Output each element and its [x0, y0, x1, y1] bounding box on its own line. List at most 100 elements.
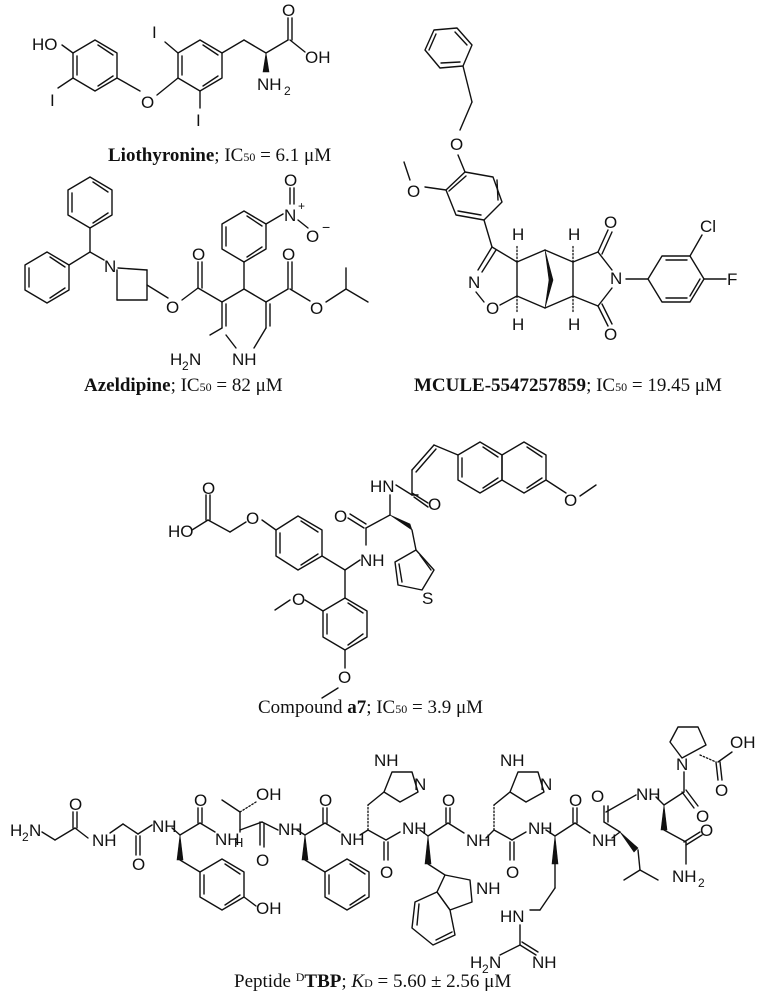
- svg-text:NH: NH: [278, 820, 303, 839]
- svg-text:I: I: [50, 91, 55, 110]
- svg-text:Cl: Cl: [700, 217, 716, 236]
- svg-text:N: N: [468, 273, 480, 292]
- metric-subscript: D: [364, 976, 373, 990]
- svg-text:O: O: [604, 325, 617, 344]
- compound-name: TBP: [304, 971, 342, 992]
- svg-text:H: H: [512, 225, 524, 244]
- svg-text:O: O: [256, 851, 269, 870]
- svg-text:O: O: [282, 245, 295, 264]
- svg-text:NH: NH: [500, 751, 525, 770]
- svg-text:NH: NH: [532, 953, 557, 972]
- svg-text:O: O: [696, 807, 709, 826]
- svg-text:OH: OH: [730, 733, 756, 752]
- svg-text:NH: NH: [402, 819, 427, 838]
- svg-text:OH: OH: [256, 785, 282, 804]
- svg-text:NH: NH: [340, 830, 365, 849]
- metric-subscript: 50: [199, 380, 212, 394]
- metric-label: IC: [180, 375, 200, 396]
- svg-text:O: O: [69, 795, 82, 814]
- svg-text:N: N: [189, 350, 201, 369]
- svg-text:NH: NH: [257, 75, 282, 94]
- svg-text:O: O: [334, 507, 347, 526]
- svg-text:O: O: [132, 855, 145, 874]
- svg-text:H: H: [170, 350, 182, 369]
- svg-text:NH: NH: [466, 831, 491, 850]
- stereo-superscript: D: [295, 970, 305, 984]
- svg-text:NH: NH: [672, 867, 697, 886]
- svg-text:N: N: [676, 755, 688, 774]
- svg-text:I: I: [196, 111, 201, 130]
- svg-text:NH: NH: [152, 817, 177, 836]
- svg-text:O: O: [450, 135, 463, 154]
- svg-text:O: O: [442, 791, 455, 810]
- svg-text:O: O: [338, 668, 351, 687]
- caption-mcule: MCULE-5547257859; IC50 = 19.45 μM: [414, 375, 722, 397]
- svg-text:O: O: [202, 479, 215, 498]
- separator: ;: [586, 375, 597, 396]
- metric-subscript: 50: [615, 380, 628, 394]
- compound-name: Liothyronine: [108, 145, 215, 166]
- equals: =: [627, 375, 648, 396]
- metric-value: 19.45 μM: [647, 375, 722, 396]
- svg-text:O: O: [604, 213, 617, 232]
- svg-text:F: F: [727, 270, 737, 289]
- svg-text:H: H: [512, 315, 524, 334]
- metric-subscript: 50: [395, 702, 408, 716]
- separator: ;: [341, 971, 352, 992]
- separator: ;: [170, 375, 181, 396]
- svg-text:2: 2: [482, 962, 489, 976]
- svg-text:O: O: [282, 1, 295, 20]
- svg-text:S: S: [422, 589, 433, 608]
- separator: ;: [214, 145, 225, 166]
- svg-text:NH: NH: [592, 831, 617, 850]
- svg-text:O: O: [310, 299, 323, 318]
- svg-text:HO: HO: [168, 522, 194, 541]
- metric-label: IC: [596, 375, 616, 396]
- metric-label: IC: [224, 145, 244, 166]
- svg-text:HO: HO: [32, 35, 58, 54]
- svg-text:O: O: [715, 781, 728, 800]
- svg-text:N: N: [29, 821, 41, 840]
- svg-text:O: O: [246, 509, 259, 528]
- svg-text:H: H: [10, 821, 22, 840]
- svg-text:O: O: [700, 821, 713, 840]
- svg-text:2: 2: [22, 830, 29, 844]
- svg-text:2: 2: [182, 359, 189, 373]
- svg-text:O: O: [166, 298, 179, 317]
- compound-name: a7: [347, 697, 367, 718]
- svg-text:NH: NH: [360, 551, 385, 570]
- svg-text:O: O: [506, 863, 519, 882]
- svg-text:NH: NH: [215, 830, 240, 849]
- metric-value: 3.9 μM: [427, 697, 484, 718]
- svg-text:O: O: [428, 495, 441, 514]
- svg-text:O: O: [486, 299, 499, 318]
- svg-text:HN: HN: [370, 477, 395, 496]
- svg-text:−: −: [322, 219, 330, 235]
- compound-prefix: Compound: [258, 697, 348, 718]
- metric-value: 6.1 μM: [275, 145, 332, 166]
- svg-text:O: O: [284, 171, 297, 190]
- metric-label: IC: [376, 697, 396, 718]
- caption-peptide-dtbp: Peptide DTBP; KD = 5.60 ± 2.56 μM: [234, 970, 511, 993]
- svg-text:NH: NH: [92, 831, 117, 850]
- svg-text:H: H: [568, 315, 580, 334]
- svg-text:O: O: [292, 590, 305, 609]
- svg-text:NH: NH: [232, 350, 257, 369]
- svg-text:O: O: [407, 182, 420, 201]
- svg-text:N: N: [104, 257, 116, 276]
- svg-text:N: N: [414, 775, 426, 794]
- svg-text:H: H: [234, 835, 243, 850]
- svg-text:OH: OH: [256, 899, 282, 918]
- equals: =: [372, 971, 393, 992]
- svg-text:NH: NH: [476, 879, 501, 898]
- equals: =: [211, 375, 232, 396]
- svg-text:OH: OH: [305, 48, 331, 67]
- separator: ;: [366, 697, 377, 718]
- svg-text:O: O: [194, 791, 207, 810]
- svg-text:O: O: [569, 791, 582, 810]
- svg-text:N: N: [489, 953, 501, 972]
